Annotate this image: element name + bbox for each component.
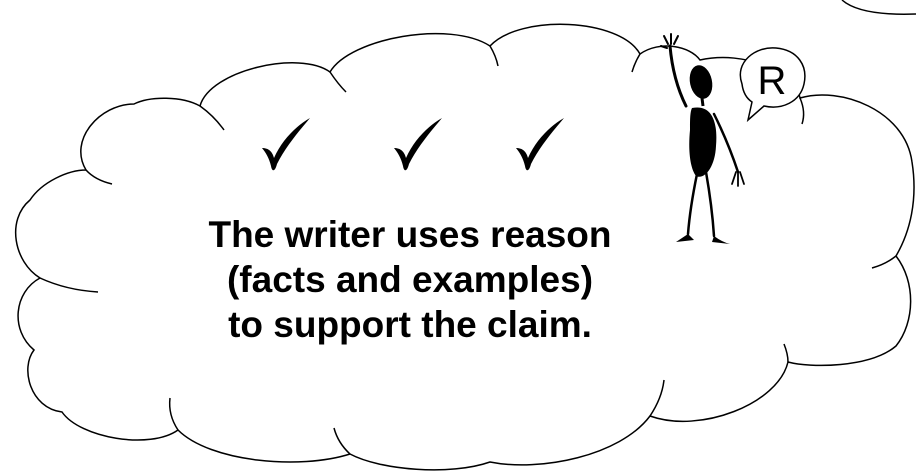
thought-cloud: [15, 23, 915, 471]
claim-statement: The writer uses reason (facts and exampl…: [150, 212, 670, 347]
speech-bubble-letter: R: [758, 59, 787, 103]
claim-line-3: to support the claim.: [228, 304, 592, 345]
claim-line-2: (facts and examples): [226, 259, 594, 300]
cloud-inner-scallops: [39, 45, 897, 455]
checkmark-icon-3: [516, 118, 564, 171]
stick-figure-icon: [660, 33, 745, 244]
claim-line-1: The writer uses reason: [208, 214, 612, 255]
checkmark-icon-2: [394, 118, 442, 171]
speech-bubble: R: [739, 47, 806, 123]
checkmark-icon-1: [262, 118, 310, 171]
corner-cloud-fragment: [841, 0, 916, 15]
